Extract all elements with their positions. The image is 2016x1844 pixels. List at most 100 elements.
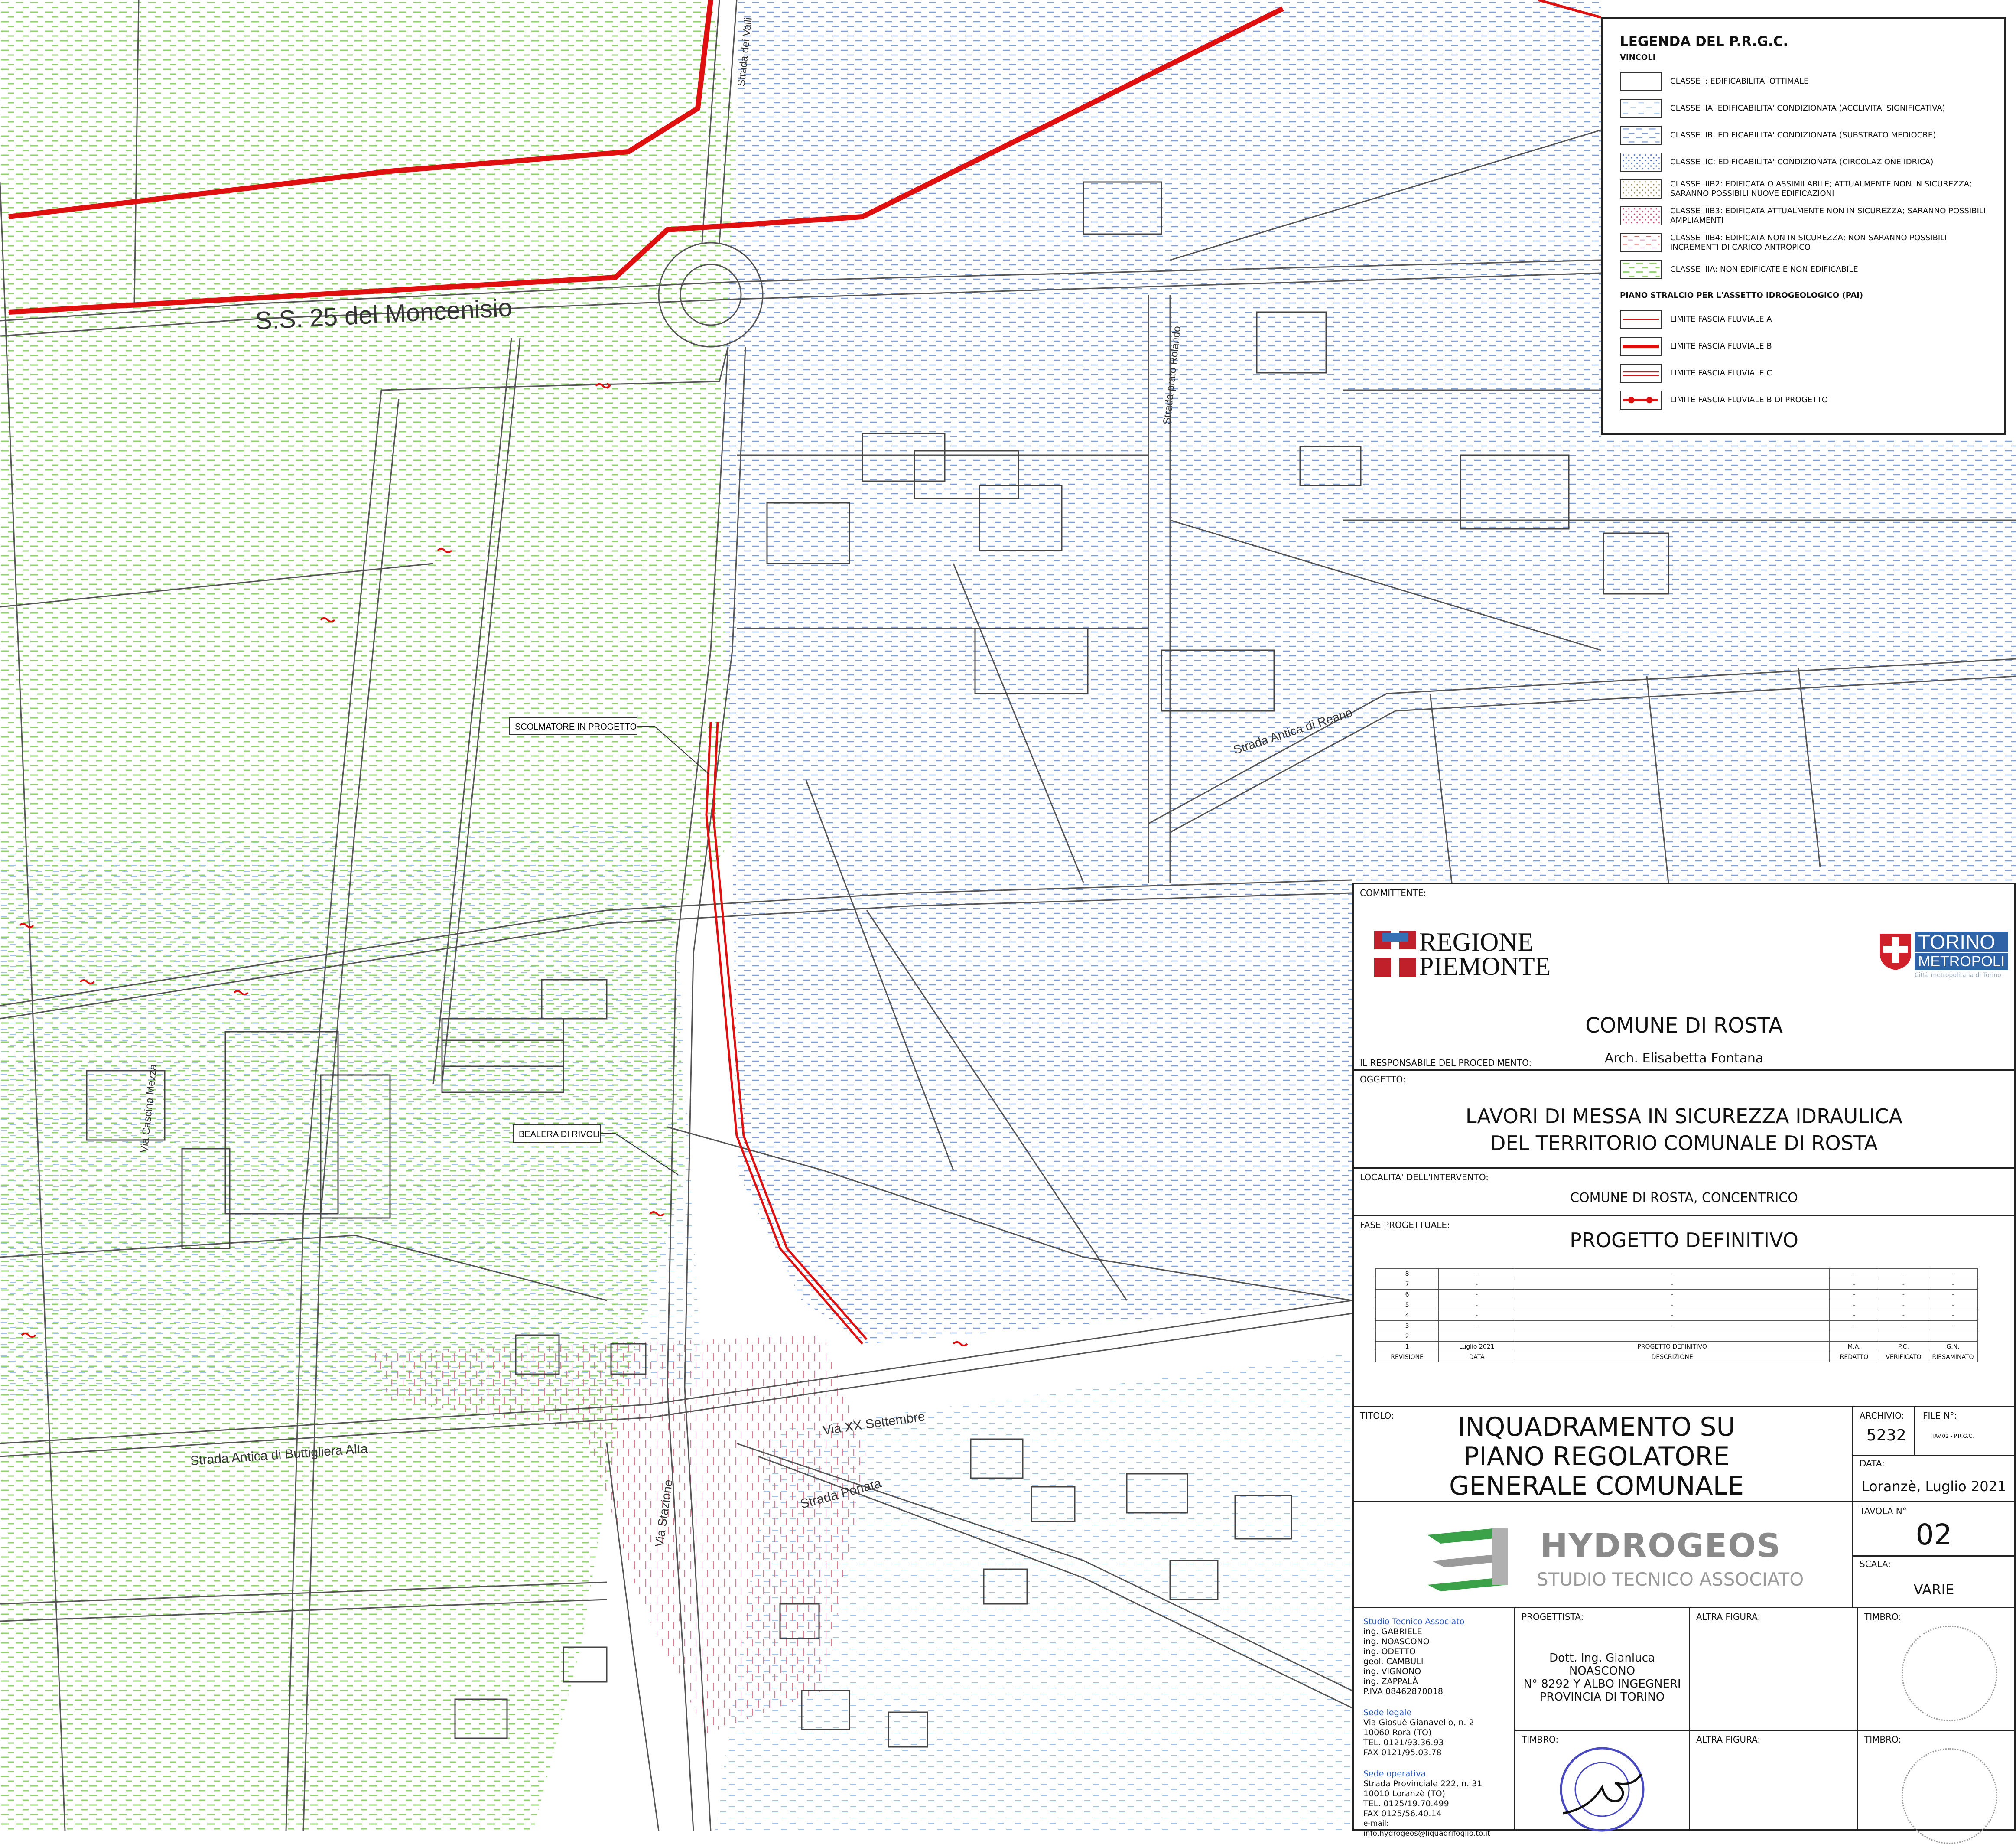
legend-panel: LEGENDA DEL P.R.G.C. VINCOLI CLASSE I: E… xyxy=(1601,17,2006,435)
revision-cell: - xyxy=(1928,1310,1978,1321)
revision-cell: - xyxy=(1438,1300,1515,1310)
revision-cell xyxy=(1928,1331,1978,1342)
revision-cell: - xyxy=(1515,1279,1830,1290)
revision-cell: 8 xyxy=(1375,1268,1439,1279)
section-oggetto: OGGETTO: LAVORI DI MESSA IN SICUREZZA ID… xyxy=(1354,1071,2014,1169)
revision-row: 4----- xyxy=(1375,1310,1978,1321)
flow-arrows xyxy=(19,382,968,1346)
callout-scolmatore: SCOLMATORE IN PROGETTO xyxy=(509,717,709,774)
revision-header-cell: VERIFICATO xyxy=(1878,1352,1928,1362)
revision-cell: G.N. xyxy=(1928,1341,1978,1352)
hydrogeos-mark-icon xyxy=(1427,1528,1508,1591)
swatch-icon xyxy=(1620,233,1662,252)
swatch-icon xyxy=(1620,179,1662,199)
revision-row: 6----- xyxy=(1375,1289,1978,1300)
studio-email-link[interactable]: e-mail: info.hydrogeos@liquadrifoglio.to… xyxy=(1363,1819,1490,1838)
legend-vincoli-title: VINCOLI xyxy=(1620,53,1656,62)
revision-cell: - xyxy=(1438,1310,1515,1321)
revision-cell: 6 xyxy=(1375,1289,1439,1300)
swatch-icon xyxy=(1620,99,1662,118)
progettista-timbro-cell: TIMBRO: xyxy=(1515,1731,1690,1832)
revision-cell: Luglio 2021 xyxy=(1438,1341,1515,1352)
section-fase: FASE PROGETTUALE: PROGETTO DEFINITIVO 8-… xyxy=(1354,1216,2014,1407)
svg-text:BEALERA DI RIVOLI: BEALERA DI RIVOLI xyxy=(519,1130,600,1139)
data-cell: DATA: Loranzè, Luglio 2021 xyxy=(1860,1458,2006,1495)
altra-figura-cell-1: ALTRA FIGURA: xyxy=(1690,1608,1858,1731)
studio-info: Studio Tecnico Associato ing. GABRIELE i… xyxy=(1354,1608,1515,1838)
legend-item-classe-iib: CLASSE IIB: EDIFICABILITA' CONDIZIONATA … xyxy=(1620,122,1987,149)
torino-shield-icon xyxy=(1880,934,1911,970)
revision-cell: 4 xyxy=(1375,1310,1439,1321)
torino-metropoli-logo: TORINO METROPOLI Città metropolitana di … xyxy=(1878,932,2009,979)
revision-cell xyxy=(1878,1331,1928,1342)
legend-pai-title: PIANO STRALCIO PER L'ASSETTO IDROGEOLOGI… xyxy=(1620,291,1863,300)
revision-header-cell: DESCRIZIONE xyxy=(1515,1352,1830,1362)
stamp-placeholder-icon xyxy=(1902,1748,1997,1844)
swatch-icon xyxy=(1620,153,1662,172)
revision-cell: - xyxy=(1438,1320,1515,1331)
revision-cell: - xyxy=(1928,1320,1978,1331)
revision-cell: 3 xyxy=(1375,1320,1439,1331)
swatch-icon xyxy=(1620,72,1662,91)
swatch-icon xyxy=(1620,126,1662,145)
revision-cell: - xyxy=(1515,1300,1830,1310)
revision-cell: - xyxy=(1878,1279,1928,1290)
revision-cell: 7 xyxy=(1375,1279,1439,1290)
revision-cell: - xyxy=(1928,1279,1978,1290)
revision-cell: - xyxy=(1928,1300,1978,1310)
section-titolo: TITOLO: INQUADRAMENTO SU PIANO REGOLATOR… xyxy=(1354,1407,2014,1502)
revision-cell: - xyxy=(1438,1279,1515,1290)
revision-cell: - xyxy=(1928,1289,1978,1300)
legend-title: LEGENDA DEL P.R.G.C. xyxy=(1620,34,1788,49)
limite-fascia-fluviale-b xyxy=(8,0,1284,315)
archivio-cell: ARCHIVIO: 5232 FILE N°: TAV.02 - P.R.G.C… xyxy=(1853,1407,2014,1456)
revision-cell: 1 xyxy=(1375,1341,1439,1352)
legend-item-classe-iia: CLASSE IIA: EDIFICABILITA' CONDIZIONATA … xyxy=(1620,95,1987,122)
section-responsabile: IL RESPONSABILE DEL PROCEDIMENTO: Arch. … xyxy=(1354,1045,2014,1071)
revision-header-cell: REVISIONE xyxy=(1375,1352,1439,1362)
revision-cell: - xyxy=(1829,1320,1879,1331)
swatch-icon xyxy=(1620,206,1662,225)
revision-cell: - xyxy=(1829,1289,1879,1300)
revision-cell xyxy=(1515,1331,1830,1342)
section-bottom: Studio Tecnico Associato ing. GABRIELE i… xyxy=(1354,1608,2014,1844)
stamp-placeholder-icon xyxy=(1902,1626,1997,1721)
legend-item-classe-iiia: CLASSE IIIA: NON EDIFICATE E NON EDIFICA… xyxy=(1620,256,1987,283)
revision-cell: - xyxy=(1878,1300,1928,1310)
section-localita: LOCALITA' DELL'INTERVENTO: COMUNE DI ROS… xyxy=(1354,1169,2014,1216)
revision-cell: - xyxy=(1829,1300,1879,1310)
line-swatch-icon xyxy=(1620,364,1662,383)
revision-cell: - xyxy=(1878,1289,1928,1300)
legend-item-classe-iiib4: CLASSE IIIB4: EDIFICATA NON IN SICUREZZA… xyxy=(1620,229,1987,256)
timbro-cell-1: TIMBRO: xyxy=(1858,1608,2014,1731)
revision-row: 8----- xyxy=(1375,1268,1978,1279)
revision-row: 5----- xyxy=(1375,1300,1978,1310)
revision-row: 2 xyxy=(1375,1331,1978,1342)
revision-cell: - xyxy=(1829,1279,1879,1290)
revision-cell: - xyxy=(1829,1268,1879,1279)
altra-figura-cell-2: ALTRA FIGURA: xyxy=(1690,1731,1858,1829)
limite-fascia-fluviale-b-di-progetto xyxy=(1538,0,1601,19)
svg-text:SCOLMATORE IN PROGETTO: SCOLMATORE IN PROGETTO xyxy=(515,722,637,732)
line-swatch-icon xyxy=(1620,337,1662,356)
title-block: COMMITTENTE: REGIONE PIEMONTE TORINO MET… xyxy=(1352,883,2016,1844)
revision-header-cell: DATA xyxy=(1438,1352,1515,1362)
revision-cell: M.A. xyxy=(1829,1341,1879,1352)
regione-shield-icon xyxy=(1374,931,1416,977)
revision-cell: - xyxy=(1878,1310,1928,1321)
progettista-cell: PROGETTISTA: Dott. Ing. Gianluca NOASCON… xyxy=(1515,1608,1690,1731)
legend-item-classe-iiib3: CLASSE IIIB3: EDIFICATA ATTUALMENTE NON … xyxy=(1620,202,1987,229)
tavola-cell: TAVOLA N° 02 xyxy=(1853,1502,2014,1557)
revision-cell: - xyxy=(1878,1268,1928,1279)
legend-item-fascia-b-progetto: LIMITE FASCIA FLUVIALE B DI PROGETTO xyxy=(1620,387,1987,414)
legend-item-fascia-a: LIMITE FASCIA FLUVIALE A xyxy=(1620,306,1987,333)
revision-cell: - xyxy=(1515,1310,1830,1321)
revision-cell: PROGETTO DEFINITIVO xyxy=(1515,1341,1830,1352)
revision-header-cell: REDATTO xyxy=(1829,1352,1879,1362)
revision-cell xyxy=(1438,1331,1515,1342)
